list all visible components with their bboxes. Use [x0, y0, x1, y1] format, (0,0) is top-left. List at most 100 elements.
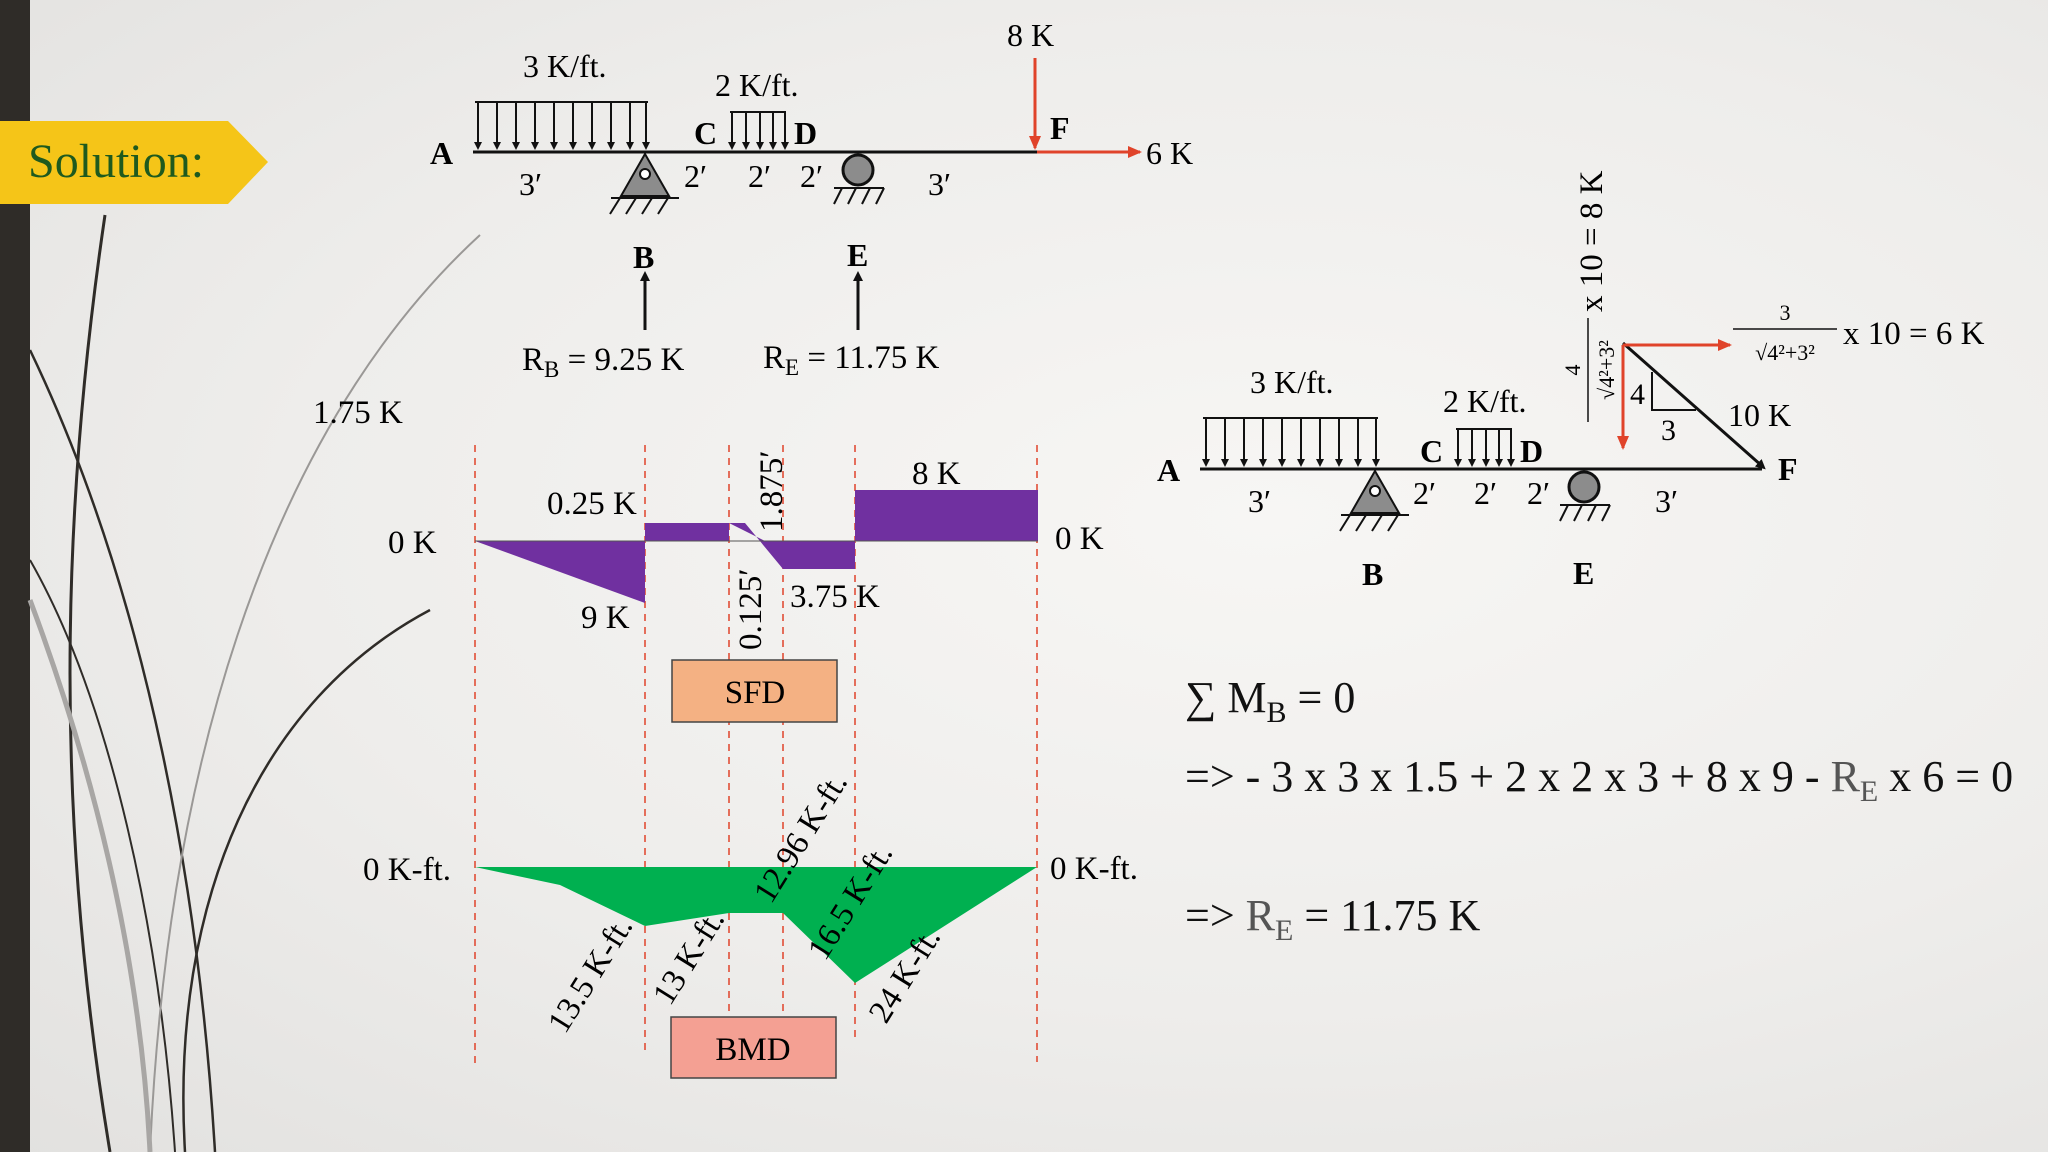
udl-ab-label: 3 K/ft.: [523, 48, 607, 84]
bmd-title-box: [670, 1016, 837, 1079]
inclined-force-arrow: [1622, 341, 1766, 470]
reaction-e-symbol: R: [763, 340, 785, 376]
top-beam-diagram: 3 K/ft. 2 K/ft. 8 K 6 K A B C D E F 3′ 2…: [430, 17, 1193, 382]
component-v-expression: 4 √4²+3² x 10 = 8 K: [1560, 170, 1619, 422]
sfd-label-zero-right: 0 K: [1055, 521, 1104, 557]
sfd-title-box: [671, 659, 838, 723]
solution-banner: [0, 121, 268, 204]
line2-r: R: [1830, 752, 1860, 801]
line2-part-b: x 6 = 0: [1878, 752, 2014, 801]
equation-reaction-e: => RE = 11.75 K: [1185, 890, 1481, 947]
line3-part-b: = 11.75 K: [1293, 891, 1481, 940]
equation-moment-expansion: => - 3 x 3 x 1.5 + 2 x 2 x 3 + 8 x 9 - R…: [1185, 748, 2015, 811]
fbd-roller-support-e: [1559, 470, 1611, 522]
reaction-e-subscript: E: [785, 355, 799, 380]
fbd-point-a-label: A: [1157, 452, 1180, 488]
sfd-label-1875: 1.875′: [754, 451, 790, 532]
span-label: 3′: [519, 166, 542, 202]
fbd-point-f-label: F: [1778, 451, 1798, 487]
force-10k-label: 10 K: [1728, 397, 1791, 433]
point-b-label: B: [633, 239, 654, 275]
bmd-label-zero-left: 0 K-ft.: [363, 852, 451, 888]
point-c-label: C: [694, 115, 717, 151]
solution-banner-text: Solution:: [28, 135, 205, 188]
fbd-point-c-label: C: [1420, 433, 1443, 469]
reaction-e-label: RE = 11.75 K: [763, 340, 939, 380]
udl-ab-arrows: [474, 101, 650, 150]
fbd-span-label: 2′: [1474, 475, 1497, 511]
sum-subscript: B: [1266, 696, 1287, 729]
sfd-region-ab: [475, 541, 645, 603]
line2-subscript: E: [1859, 775, 1879, 808]
bmd-peak-cd: [729, 897, 783, 913]
component-h-rest: x 10 = 6 K: [1843, 316, 1985, 352]
bmd-title: BMD: [715, 1032, 790, 1068]
span-label: 3′: [928, 166, 951, 202]
fbd-udl-cd-arrows: [1454, 428, 1515, 467]
component-v-rest: x 10 = 8 K: [1574, 170, 1610, 312]
slope-triangle: [1651, 372, 1696, 411]
udl-cd-arrows: [728, 111, 789, 150]
bmd-shape: [475, 867, 1037, 983]
line3-r: R: [1245, 891, 1275, 940]
decorative-curves: [27, 214, 481, 1152]
span-label: 2′: [748, 158, 771, 194]
fbd-pin-support-b: [1339, 468, 1409, 532]
reaction-e-value: = 11.75 K: [799, 340, 939, 376]
fbd-span-label: 2′: [1413, 475, 1436, 511]
line3-part-a: =>: [1185, 891, 1246, 940]
pin-support-b: [609, 151, 679, 215]
sum-rest: = 0: [1286, 673, 1356, 722]
sfd-label-9: 9 K: [581, 600, 630, 636]
sfd-label-zero-left: 0 K: [388, 525, 437, 561]
sfd-label-375: 3.75 K: [790, 579, 880, 615]
sum-symbol: ∑ M: [1185, 673, 1267, 722]
point-e-label: E: [847, 237, 868, 273]
sfd-title: SFD: [725, 675, 786, 711]
component-h-numerator: 3: [1780, 300, 1791, 325]
sfd-label-175: 1.75 K: [313, 395, 403, 431]
reaction-b-subscript: B: [544, 357, 559, 382]
fbd-point-b-label: B: [1362, 556, 1383, 592]
span-label: 2′: [800, 158, 823, 194]
bending-moment-diagram: 0 K-ft. 0 K-ft. 13.5 K-ft. 13 K-ft. 12.9…: [363, 767, 1138, 1079]
line2-part-a: => - 3 x 3 x 1.5 + 2 x 2 x 3 + 8 x 9 -: [1185, 752, 1831, 801]
sfd-label-025: 0.25 K: [547, 486, 637, 522]
fbd-udl-ab-label: 3 K/ft.: [1250, 364, 1334, 400]
sfd-label-8: 8 K: [912, 456, 961, 492]
span-label: 2′: [684, 158, 707, 194]
fbd-span-label: 2′: [1527, 475, 1550, 511]
load-8k-label: 8 K: [1007, 17, 1054, 53]
bmd-label-135: 13.5 K-ft.: [541, 911, 640, 1040]
fbd-span-label: 3′: [1248, 483, 1271, 519]
sfd-region-bc: [645, 523, 729, 541]
bmd-label-zero-right: 0 K-ft.: [1050, 851, 1138, 887]
triangle-side-3: 3: [1661, 414, 1676, 447]
line3-subscript: E: [1275, 914, 1294, 947]
reaction-b-label: RB = 9.25 K: [522, 342, 684, 382]
sfd-region-ef: [855, 490, 1038, 541]
free-body-diagram: 3 K/ft. 2 K/ft. A B C D E F 3′ 2′ 2′ 2′ …: [1157, 170, 1985, 592]
load-6k-label: 6 K: [1146, 135, 1193, 171]
component-v-denominator: √4²+3²: [1594, 340, 1619, 400]
fbd-point-e-label: E: [1573, 555, 1594, 591]
fbd-udl-ab-arrows: [1202, 417, 1380, 467]
udl-cd-label: 2 K/ft.: [715, 67, 799, 103]
point-f-label: F: [1050, 110, 1070, 146]
reaction-b-symbol: R: [522, 342, 544, 378]
component-h-denominator: √4²+3²: [1755, 340, 1815, 365]
roller-support-e: [833, 153, 885, 205]
banner-shape: [0, 121, 268, 204]
fbd-span-label: 3′: [1655, 483, 1678, 519]
fbd-udl-cd-label: 2 K/ft.: [1443, 383, 1527, 419]
sfd-label-0125: 0.125′: [733, 569, 769, 650]
point-a-label: A: [430, 135, 453, 171]
component-v-numerator: 4: [1560, 365, 1585, 376]
reaction-b-value: = 9.25 K: [559, 342, 684, 378]
shear-force-diagram: 1.75 K 0 K 0 K 0.25 K 9 K 8 K 3.75 K 1.8…: [313, 395, 1104, 1065]
triangle-side-4: 4: [1630, 378, 1645, 411]
equation-sum-moments: ∑ MB = 0: [1185, 672, 1356, 729]
fbd-point-d-label: D: [1520, 433, 1543, 469]
sfd-region-de: [765, 541, 855, 569]
